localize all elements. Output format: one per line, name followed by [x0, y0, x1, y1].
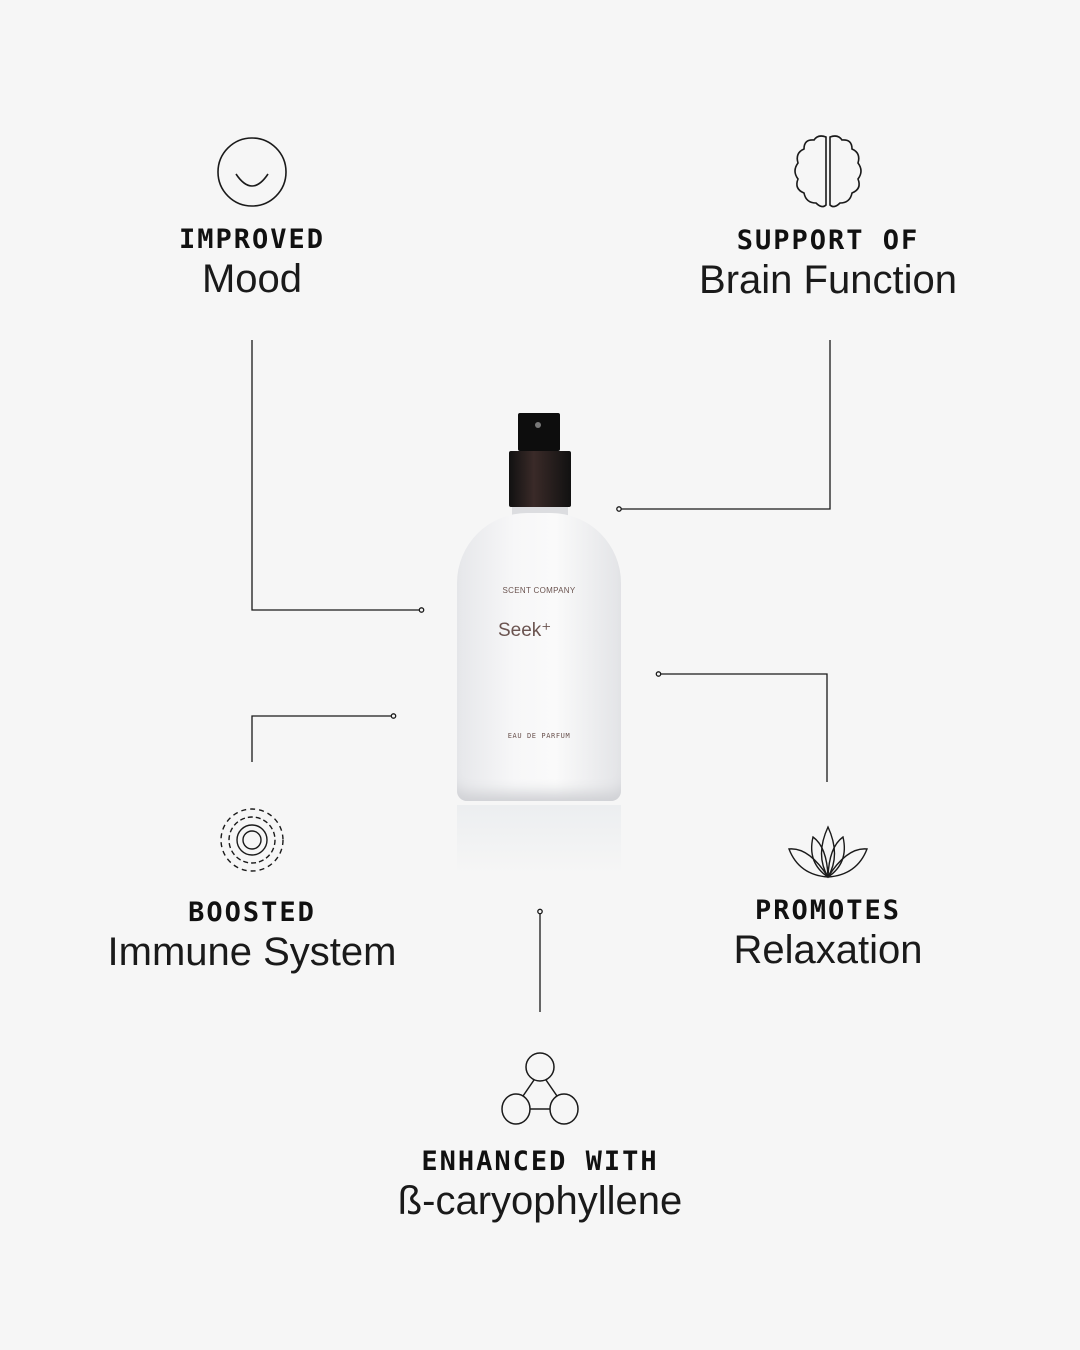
bottle-reflection — [457, 805, 621, 875]
benefit-title: Brain Function — [699, 258, 957, 302]
benefit-title: Mood — [201, 257, 303, 301]
lotus-icon — [788, 825, 868, 879]
benefit-immune-system: BOOSTED Immune System — [42, 807, 462, 975]
molecule-icon — [501, 1052, 579, 1125]
connector-mood — [251, 340, 420, 611]
connector-dot — [390, 713, 397, 719]
benefit-title: Immune System — [107, 930, 397, 974]
concentric-rings-icon — [220, 808, 284, 872]
brain-icon — [794, 135, 862, 208]
benefit-kicker: BOOSTED — [188, 897, 316, 928]
benefit-kicker: SUPPORT OF — [736, 225, 920, 256]
benefit-title: Relaxation — [733, 928, 923, 972]
product-name: Seek⁺ — [498, 620, 552, 641]
benefit-title: ß-caryophyllene — [397, 1179, 683, 1223]
connector-immune — [251, 715, 391, 762]
benefit-caryophyllene: ENHANCED WITH ß-caryophyllene — [280, 1052, 800, 1224]
connector-brain — [621, 340, 831, 510]
connector-relaxation — [661, 673, 828, 782]
benefit-mood: IMPROVED Mood — [42, 136, 462, 302]
connector-dot — [418, 607, 425, 613]
bottle-cap — [518, 413, 560, 451]
smile-icon — [217, 137, 287, 207]
benefit-kicker: PROMOTES — [754, 895, 902, 926]
connector-dot — [537, 908, 543, 915]
benefit-kicker: IMPROVED — [178, 224, 326, 255]
benefit-kicker: ENHANCED WITH — [421, 1146, 659, 1177]
benefit-brain-function: SUPPORT OF Brain Function — [618, 133, 1038, 303]
connector-dot — [616, 506, 622, 512]
bottle-body: SCENT COMPANY Seek⁺ EAU DE PARFUM — [457, 513, 621, 801]
product-type: EAU DE PARFUM — [507, 732, 571, 740]
bottle-collar — [509, 451, 571, 507]
product-brand: SCENT COMPANY — [502, 586, 576, 595]
connector-dot — [655, 671, 662, 677]
benefit-relaxation: PROMOTES Relaxation — [618, 825, 1038, 973]
